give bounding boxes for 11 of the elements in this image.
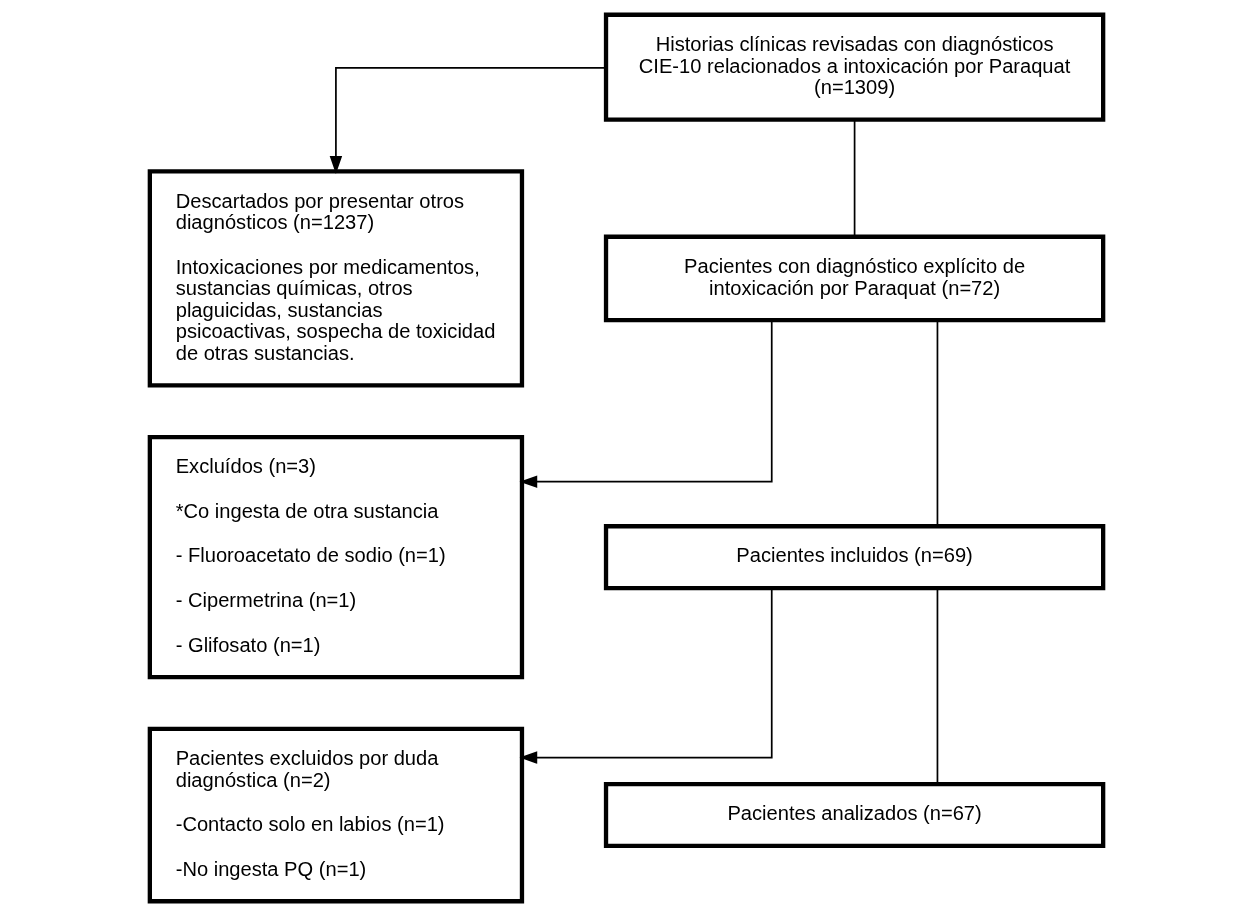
node-box: Descartados por presentar otros diagnósticos (n=1237) Intoxicaciones por medicamentos, sustancias químicas, otros plaguicidas, sustancias psicoactivas, sospecha de toxicidad de otras sustancias. [147, 168, 525, 388]
node-box: Historias clínicas revisadas con diagnósticos CIE-10 relacionados a intoxicación por Paraquat (n=1309) [603, 12, 1106, 122]
arrow [519, 587, 773, 764]
node-box: Pacientes excluidos por duda diagnóstica (n=2) -Contacto solo en labios (n=1) -No ingesta PQ (n=1) [147, 726, 525, 903]
node-box: Pacientes con diagnóstico explícito de intoxicación por Paraquat (n=72) [603, 234, 1106, 322]
node-box: Excluídos (n=3) *Co ingesta de otra sustancia - Fluoroacetato de sodio (n=1) - Cipermetrina (n=1) - Glifosato (n=1) [147, 434, 525, 679]
arrow [329, 66, 607, 174]
connector [853, 118, 856, 237]
arrow [519, 319, 773, 488]
node-box: Pacientes analizados (n=67) [603, 781, 1106, 848]
node-box: Pacientes incluidos (n=69) [603, 523, 1106, 590]
